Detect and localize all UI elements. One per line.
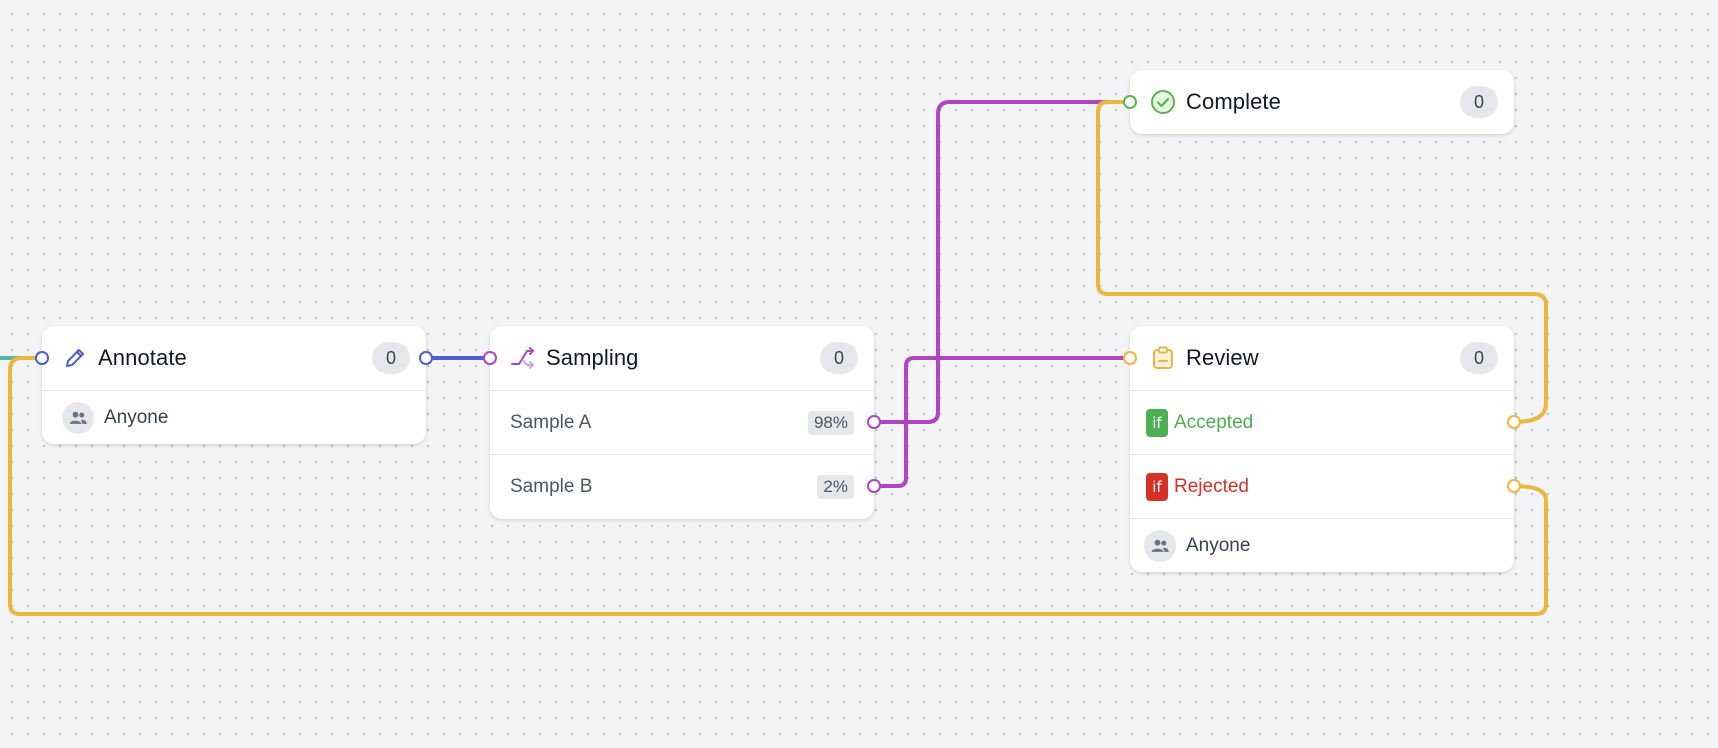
review-task-count: 0	[1460, 342, 1498, 374]
sampling-node[interactable]: Sampling 0 Sample A 98% Sample B 2%	[490, 326, 874, 519]
sample-a-row[interactable]: Sample A 98%	[490, 390, 874, 454]
complete-node-header[interactable]: Complete 0	[1130, 70, 1514, 134]
complete-input-handle[interactable]	[1123, 95, 1137, 109]
review-node-header[interactable]: Review 0	[1130, 326, 1514, 390]
accepted-output-handle[interactable]	[1507, 415, 1521, 429]
if-badge-rejected: if	[1146, 472, 1168, 501]
accepted-condition-row[interactable]: if Accepted	[1130, 390, 1514, 454]
annotate-node-title: Annotate	[98, 345, 187, 370]
pencil-icon	[62, 345, 88, 371]
shuffle-icon	[510, 345, 536, 371]
sampling-node-header[interactable]: Sampling 0	[490, 326, 874, 390]
sample-b-percent: 2%	[817, 474, 854, 499]
sample-a-label: Sample A	[510, 411, 592, 433]
if-badge-accepted: if	[1146, 408, 1168, 437]
sample-b-output-handle[interactable]	[867, 479, 881, 493]
review-node[interactable]: Review 0 if Accepted if Rejected Anyone	[1130, 326, 1514, 572]
accepted-label: Accepted	[1174, 411, 1254, 433]
rejected-condition-row[interactable]: if Rejected	[1130, 454, 1514, 518]
edge-sample-b-review	[874, 356, 1130, 488]
sampling-input-handle[interactable]	[483, 351, 497, 365]
annotate-assignee-label: Anyone	[104, 406, 169, 428]
edge-sample-a-complete	[874, 100, 1130, 424]
annotate-node-header[interactable]: Annotate 0	[42, 326, 426, 390]
complete-node-title: Complete	[1186, 89, 1281, 114]
rejected-label: Rejected	[1174, 475, 1249, 497]
review-node-title: Review	[1186, 345, 1259, 370]
sampling-task-count: 0	[820, 342, 858, 374]
annotate-output-handle[interactable]	[419, 351, 433, 365]
sample-b-row[interactable]: Sample B 2%	[490, 454, 874, 518]
annotate-node[interactable]: Annotate 0 Anyone	[42, 326, 426, 444]
sample-b-label: Sample B	[510, 475, 593, 497]
rejected-output-handle[interactable]	[1507, 479, 1521, 493]
sampling-node-title: Sampling	[546, 345, 639, 370]
edge-rejected-annotate	[8, 356, 1548, 616]
edge-accepted-complete	[1096, 100, 1548, 424]
annotate-assignee-row[interactable]: Anyone	[42, 390, 426, 444]
sample-a-percent: 98%	[807, 410, 854, 435]
users-icon	[62, 401, 94, 434]
annotate-input-handle[interactable]	[35, 351, 49, 365]
review-input-handle[interactable]	[1123, 351, 1137, 365]
clipboard-icon	[1150, 345, 1176, 371]
users-icon	[1144, 529, 1176, 562]
check-circle-icon	[1150, 89, 1176, 115]
complete-task-count: 0	[1460, 86, 1498, 118]
review-assignee-row[interactable]: Anyone	[1130, 518, 1514, 572]
review-assignee-label: Anyone	[1186, 534, 1251, 556]
annotate-task-count: 0	[372, 342, 410, 374]
complete-node[interactable]: Complete 0	[1130, 70, 1514, 134]
sample-a-output-handle[interactable]	[867, 415, 881, 429]
